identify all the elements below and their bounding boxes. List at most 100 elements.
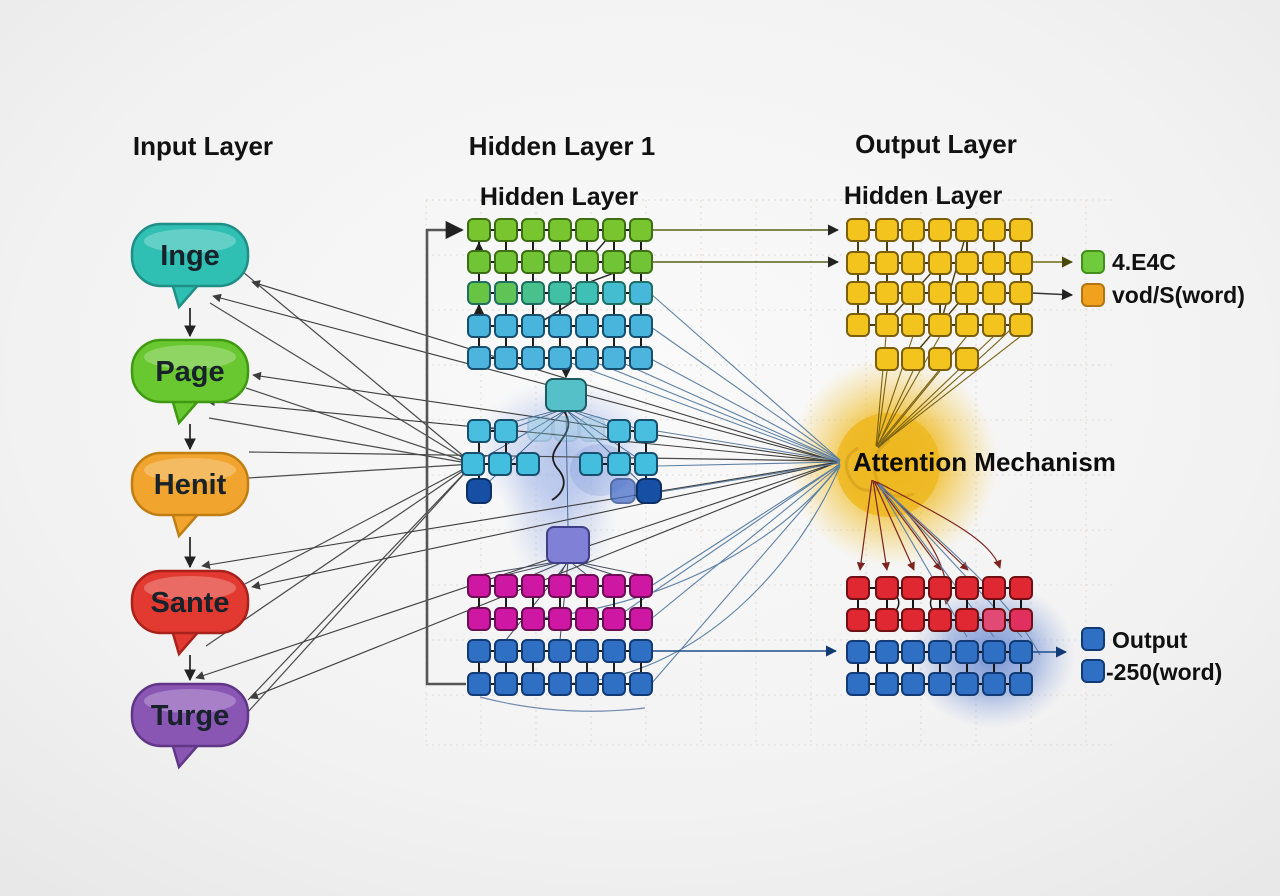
grid-cell xyxy=(875,608,899,632)
grid-cell xyxy=(629,574,653,598)
grid-cell xyxy=(629,672,653,696)
grid-cell xyxy=(461,452,485,476)
single-nodes xyxy=(466,378,662,564)
grid-cell xyxy=(548,607,572,631)
grid-cell xyxy=(494,314,518,338)
hidden-layer-right-subtitle: Hidden Layer xyxy=(844,182,1003,210)
legend-arrow-orange xyxy=(1031,288,1074,301)
grid-output-yellow xyxy=(846,218,1033,337)
grid-cell xyxy=(467,419,491,443)
grid-output-blue xyxy=(846,640,1033,696)
grid-cell xyxy=(928,281,952,305)
grid-cell xyxy=(575,218,599,242)
under-curve xyxy=(479,696,646,712)
ghost-cell xyxy=(579,416,605,442)
grid-cell xyxy=(602,607,626,631)
grid-cell xyxy=(928,347,952,371)
grid-hidden-layer-1 xyxy=(467,218,653,370)
grid-cell xyxy=(982,672,1006,696)
faded-blue-cell xyxy=(610,478,636,504)
grid-cell xyxy=(467,250,491,274)
grid-cell xyxy=(575,281,599,305)
fan-hidden-to-attention xyxy=(532,293,841,685)
recurrent-loop xyxy=(425,220,466,686)
grid-cell xyxy=(494,574,518,598)
fan-bubbles-to-hub xyxy=(205,271,839,713)
grid-cell xyxy=(521,639,545,663)
grid-diagonal xyxy=(559,262,642,294)
input-bubble-inge[interactable]: Inge xyxy=(130,222,250,310)
grid-cell xyxy=(494,639,518,663)
grid-cell xyxy=(1009,640,1033,664)
grid-cell xyxy=(1009,672,1033,696)
input-bubble-henit[interactable]: Henit xyxy=(130,451,250,539)
grid-cell xyxy=(521,574,545,598)
legend-label-green: 4.E4C xyxy=(1112,249,1176,275)
grid-cell xyxy=(467,346,491,370)
grid-cell xyxy=(875,672,899,696)
grid-cell xyxy=(575,639,599,663)
grid-cell xyxy=(575,314,599,338)
grid-cell xyxy=(494,218,518,242)
bubble-gloss xyxy=(144,345,236,369)
bubble-body xyxy=(130,222,250,288)
grid-cell xyxy=(548,314,572,338)
input-bubble-turge[interactable]: Turge xyxy=(130,682,250,770)
grid-cell xyxy=(629,281,653,305)
grid-cell xyxy=(875,251,899,275)
grid-cell xyxy=(602,639,626,663)
grid-cell xyxy=(846,251,870,275)
grid-cell xyxy=(521,672,545,696)
fan-attention-to-bubbles xyxy=(195,280,839,700)
grid-cell xyxy=(901,218,925,242)
grid-cell xyxy=(602,314,626,338)
bubble-label: Henit xyxy=(154,469,227,501)
grid-cell xyxy=(629,639,653,663)
grid-cell xyxy=(955,576,979,600)
grid-cell xyxy=(548,281,572,305)
legend-swatch-250 xyxy=(1081,659,1105,683)
attention-mechanism-label: Attention Mechanism xyxy=(853,447,1116,477)
bubble-body xyxy=(130,682,250,748)
grid-cell xyxy=(607,452,631,476)
grid-cell xyxy=(575,346,599,370)
grid-cell xyxy=(494,346,518,370)
input-bubble-sante[interactable]: Sante xyxy=(130,569,250,657)
grid-cell xyxy=(629,607,653,631)
grid-mid-blue xyxy=(467,639,653,696)
grid-cell xyxy=(901,608,925,632)
input-bubble-page[interactable]: Page xyxy=(130,338,250,426)
grid-cell xyxy=(955,313,979,337)
grid-cell xyxy=(846,576,870,600)
grid-cell xyxy=(846,281,870,305)
grid-cell xyxy=(548,250,572,274)
grid-cell xyxy=(602,672,626,696)
grid-cell xyxy=(602,346,626,370)
grid-cell xyxy=(928,640,952,664)
output-layer-title: Output Layer xyxy=(855,129,1017,159)
grid-cell xyxy=(521,281,545,305)
grid-cell xyxy=(846,218,870,242)
hidden-layer-1-title: Hidden Layer 1 xyxy=(469,131,655,161)
grid-cell xyxy=(548,639,572,663)
grid-cell xyxy=(602,574,626,598)
grid-cell xyxy=(875,281,899,305)
legend-swatch-output xyxy=(1081,627,1105,651)
bubble-gloss xyxy=(144,458,236,482)
grid-cell xyxy=(521,346,545,370)
grid-cell xyxy=(467,607,491,631)
grid-cell xyxy=(928,672,952,696)
grid-cell xyxy=(846,608,870,632)
input-bubbles: Inge Page Henit Sante Turge xyxy=(130,222,250,770)
dark-blue-cell xyxy=(466,478,492,504)
grid-cell xyxy=(955,347,979,371)
grid-cell xyxy=(575,672,599,696)
grid-cell xyxy=(901,672,925,696)
grid-cell xyxy=(846,640,870,664)
bubble-gloss xyxy=(144,576,236,600)
grid-cell xyxy=(516,452,540,476)
grid-cell xyxy=(955,640,979,664)
grid-diagonal xyxy=(940,230,968,323)
grid-cell xyxy=(901,251,925,275)
legend-label-250: -250(word) xyxy=(1106,659,1222,685)
